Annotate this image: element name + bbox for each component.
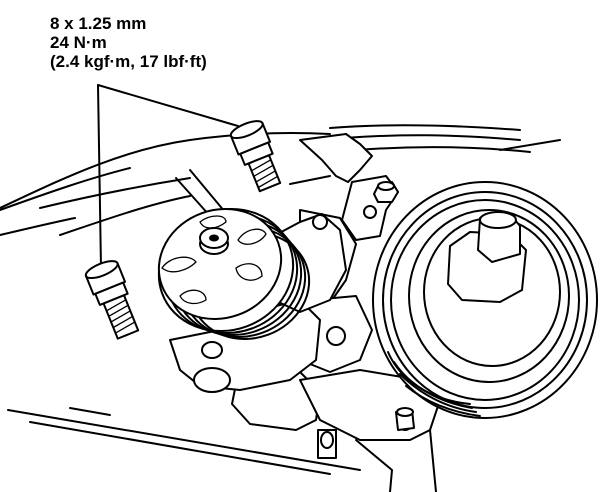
power-steering-pump <box>157 208 347 393</box>
crankshaft-pulley <box>372 181 598 419</box>
torque-nm-label: 24 N·m <box>50 33 107 52</box>
engine-bolt-heads <box>373 181 415 431</box>
engine-body-lines <box>0 124 561 475</box>
torque-spec-callout: 8 x 1.25 mm 24 N·m (2.4 kgf·m, 17 lbf·ft… <box>50 14 207 71</box>
lower-mounting-bolt <box>84 260 140 340</box>
upper-mounting-bolt <box>229 120 282 193</box>
torque-alt-label: (2.4 kgf·m, 17 lbf·ft) <box>50 52 207 71</box>
bolt-size-label: 8 x 1.25 mm <box>50 14 147 33</box>
